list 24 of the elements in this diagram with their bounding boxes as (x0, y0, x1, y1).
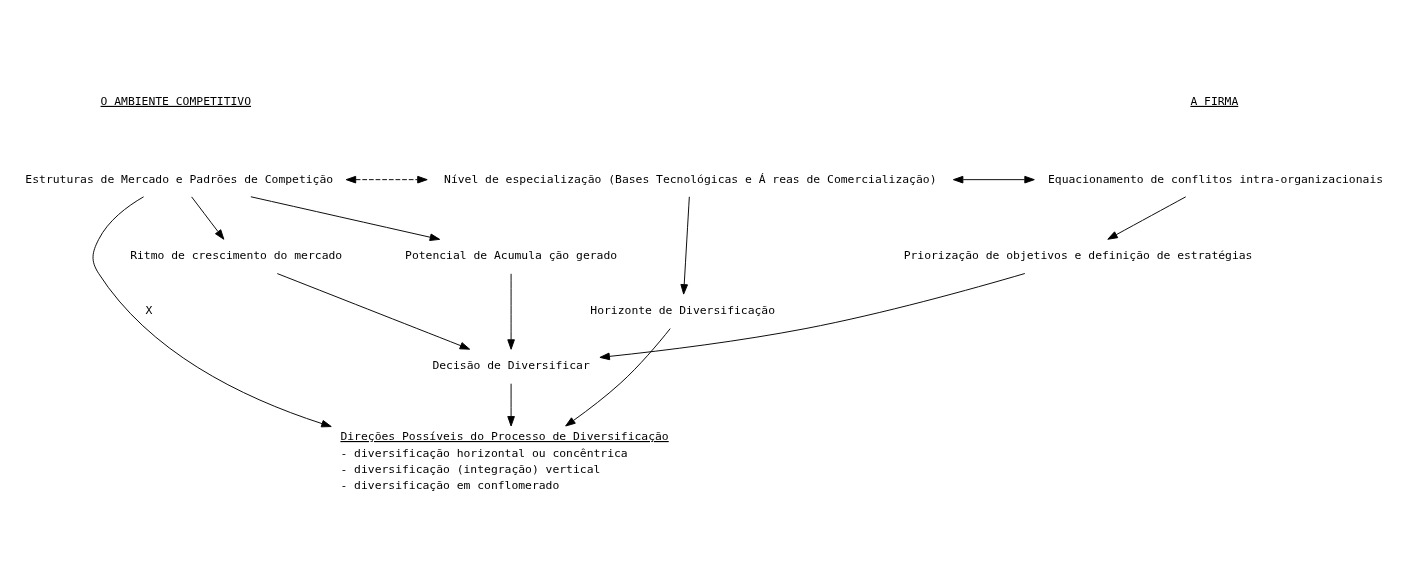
node-text: Nível de especialização (Bases Tecnológicas e Á reas de Comercialização) (444, 171, 937, 186)
node-text: Direções Possíveis do Processo de Diversificação - diversificação horizontal ou concêntrica - diversificação (integração) vertical - diversificação em conflomerado (340, 429, 669, 493)
arrow (952, 175, 1035, 184)
arrow (680, 196, 690, 295)
edge-label: X (145, 303, 153, 318)
arrow (191, 196, 225, 240)
arrow (599, 273, 1026, 361)
arrow (250, 196, 441, 241)
node-text: Ritmo de crescimento do mercado (130, 248, 343, 263)
arrow (92, 196, 332, 428)
arrow (345, 175, 428, 184)
arrow (565, 328, 671, 427)
label: O AMBIENTE COMPETITIVO (100, 93, 252, 108)
node-text: Equacionamento de conflitos intra-organizacionais (1047, 171, 1384, 186)
label: A FIRMA (1190, 93, 1239, 108)
node-text: Decisão de Diversificar (432, 358, 590, 373)
arrow (1107, 196, 1187, 240)
arrow (507, 273, 515, 350)
node-text: Priorização de objetivos e definição de estratégias (903, 248, 1253, 263)
arrow (507, 383, 515, 427)
arrow (276, 273, 471, 350)
node-text: Estruturas de Mercado e Padrões de Competição (25, 171, 334, 186)
node-text: Horizonte de Diversificação (590, 303, 776, 318)
node-text: Potencial de Acumula ção gerado (405, 248, 618, 263)
